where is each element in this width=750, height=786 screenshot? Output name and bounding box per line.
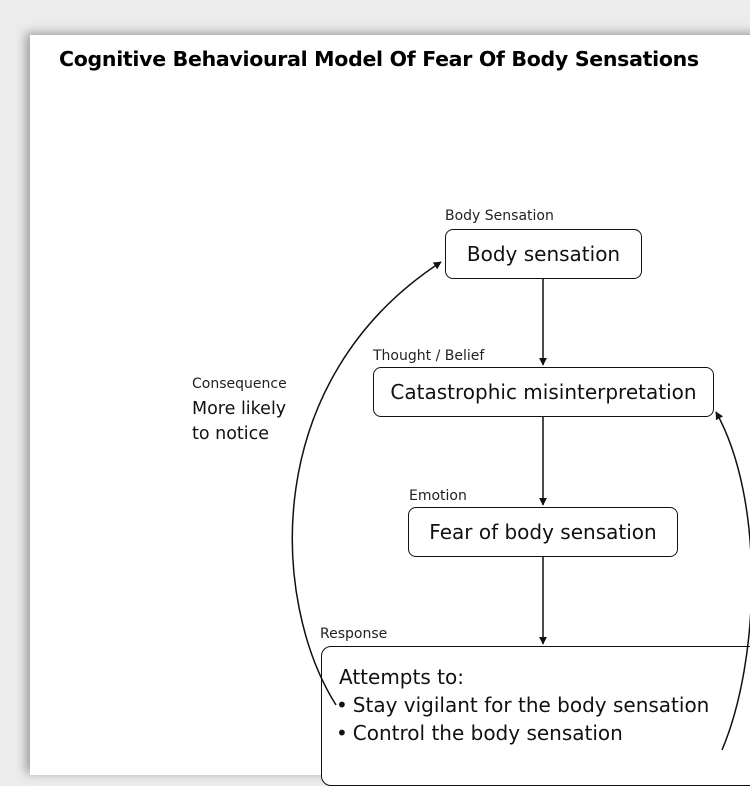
response-item: Control the body sensation [339, 719, 750, 747]
response-item: Stay vigilant for the body sensation [339, 691, 750, 719]
consequence-line-1: More likely [192, 399, 287, 419]
diagram-title: Cognitive Behavioural Model Of Fear Of B… [59, 47, 699, 71]
catastrophic-misinterpretation-text: Catastrophic misinterpretation [390, 380, 697, 404]
fear-of-body-sensation-box: Fear of body sensation [408, 507, 678, 557]
emotion-category-label: Emotion [409, 488, 467, 504]
consequence-category-label: Consequence [192, 376, 287, 392]
catastrophic-misinterpretation-box: Catastrophic misinterpretation [373, 367, 714, 417]
body-sensation-box: Body sensation [445, 229, 642, 279]
fear-of-body-sensation-text: Fear of body sensation [429, 520, 657, 544]
body-sensation-category-label: Body Sensation [445, 208, 554, 224]
body-sensation-text: Body sensation [466, 242, 621, 266]
response-box: Attempts to: Stay vigilant for the body … [321, 646, 750, 786]
response-heading: Attempts to: [339, 665, 464, 689]
consequence-text: More likely to notice [192, 397, 286, 447]
consequence-line-2: to notice [192, 424, 270, 444]
thought-belief-category-label: Thought / Belief [373, 348, 485, 364]
response-category-label: Response [320, 626, 388, 642]
